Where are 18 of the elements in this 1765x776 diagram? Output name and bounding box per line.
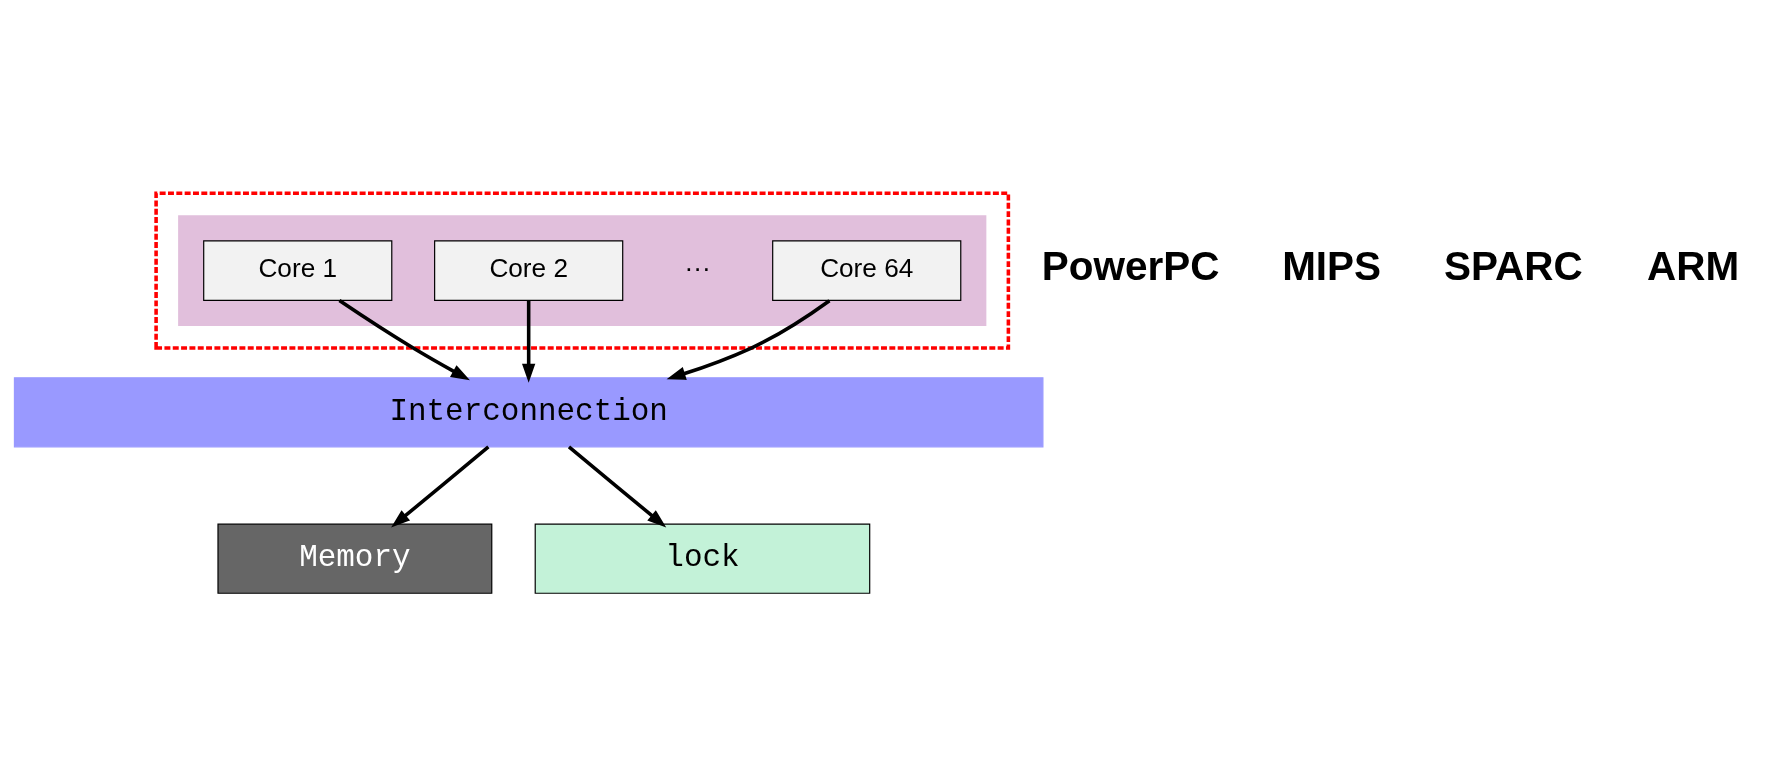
node-box: Core 1 — [203, 239, 393, 301]
node-box: Memory — [217, 523, 493, 594]
label: SPARC — [1444, 242, 1583, 289]
arrow — [666, 298, 831, 380]
arrow — [522, 300, 536, 383]
node-box: Core 64 — [772, 239, 962, 301]
node-box: Core 2 — [434, 239, 624, 301]
node-box: lock — [534, 523, 871, 594]
arrow — [338, 298, 470, 380]
arrow — [391, 445, 490, 527]
label: ARM — [1647, 242, 1740, 289]
label: ··· — [684, 252, 711, 283]
cluster — [178, 214, 987, 326]
node-box: Interconnection — [13, 376, 1044, 447]
cluster — [154, 191, 1011, 350]
arrow — [567, 445, 667, 527]
label: PowerPC — [1041, 242, 1220, 289]
label: MIPS — [1282, 242, 1382, 289]
